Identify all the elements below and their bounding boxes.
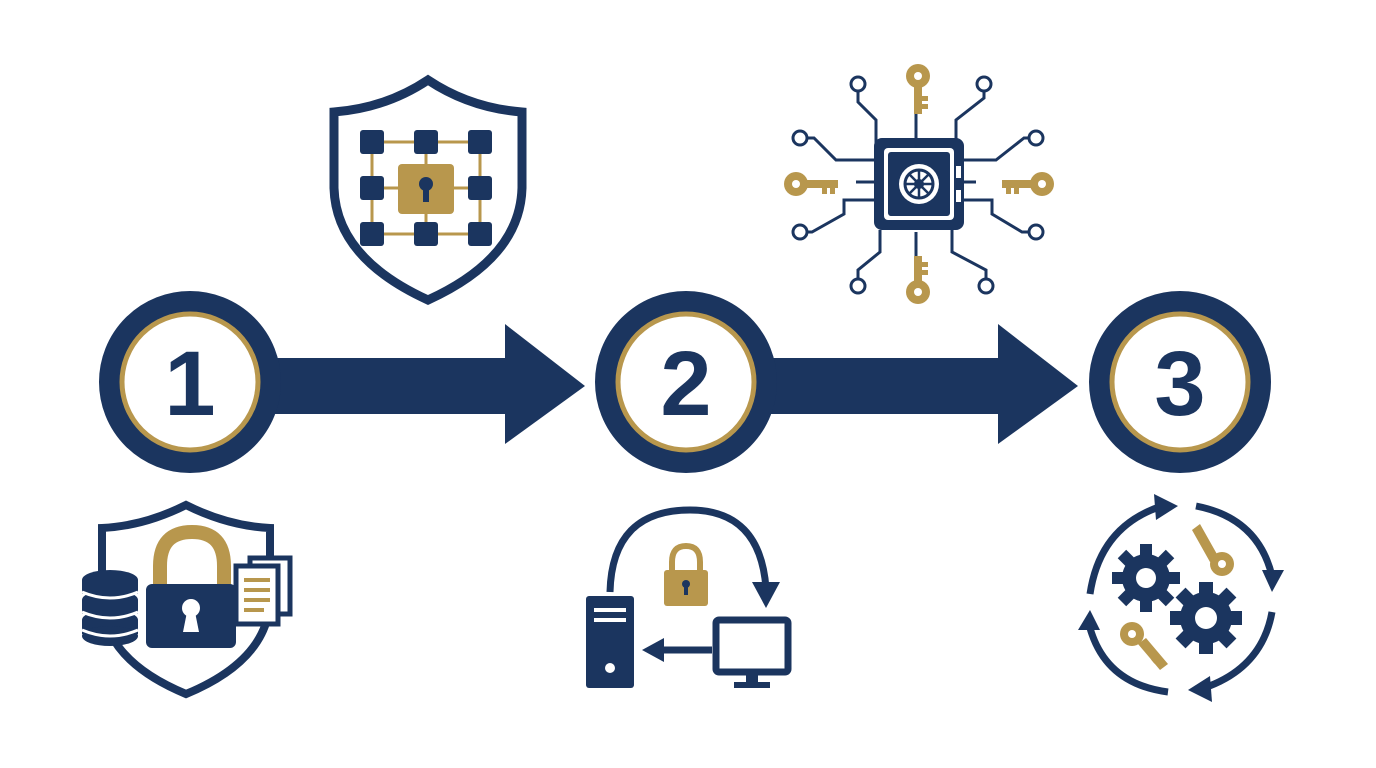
step-number-3: 3 (1154, 333, 1205, 435)
key-rotation-gears-icon (1078, 494, 1284, 702)
step-number-2: 2 (660, 333, 711, 435)
shield-grid-lock-icon (329, 74, 527, 305)
step-circle-3: 3 (1089, 291, 1271, 473)
step-number-1: 1 (164, 333, 215, 435)
circuit-safe-keys-icon (784, 64, 1054, 304)
database-lock-documents-icon (81, 500, 293, 699)
arrow-2-to-3 (765, 324, 1078, 444)
secure-transfer-icon (586, 506, 792, 688)
step-circle-2: 2 (595, 291, 777, 473)
arrow-1-to-2 (270, 324, 585, 444)
step-circle-1: 1 (99, 291, 281, 473)
